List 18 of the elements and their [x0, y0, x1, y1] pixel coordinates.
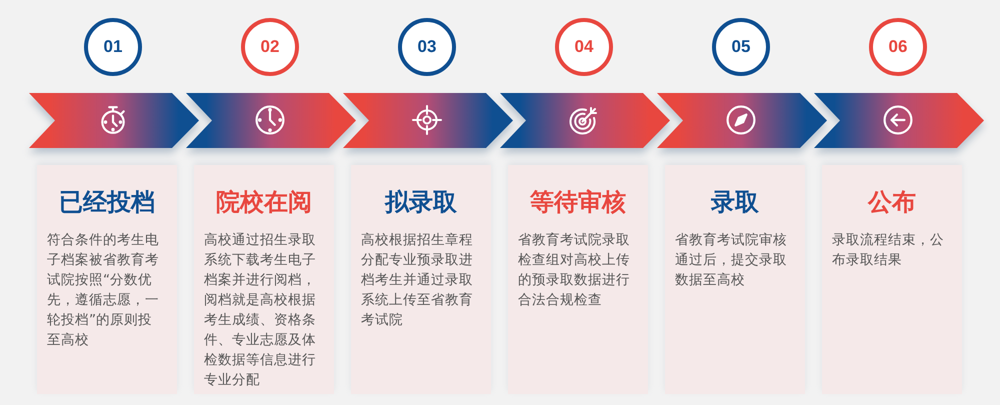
step-number: 04	[555, 18, 613, 76]
step-description: 省教育考试院录取检查组对高校上传的预录取数据进行合法合规检查	[518, 231, 631, 310]
step-description: 高校根据招生章程分配专业预录取进档考生并通过录取系统上传至省教育考试院	[361, 231, 474, 330]
step-number: 05	[712, 18, 770, 76]
step-description: 符合条件的考生电子档案被省教育考试院按照“分数优先，遵循志愿，一轮投档”的原则投至高校	[47, 231, 160, 350]
step-description: 高校通过招生录取系统下载考生电子档案并进行阅档，阅档就是高校根据考生成绩、资格条件、专业志愿及体检数据等信息进行专业分配	[204, 231, 317, 390]
step-description: 省教育考试院审核通过后，提交录取数据至高校	[675, 231, 788, 290]
step-number: 01	[84, 18, 142, 76]
step-number: 02	[241, 18, 299, 76]
step-heading: 公布	[868, 187, 916, 218]
step-heading: 等待审核	[530, 187, 626, 218]
step-number: 03	[398, 18, 456, 76]
step-heading: 拟录取	[385, 187, 457, 218]
step-heading: 录取	[711, 187, 759, 218]
step-heading: 院校在阅	[216, 187, 312, 218]
step-heading: 已经投档	[59, 187, 155, 218]
step-description: 录取流程结束，公布录取结果	[832, 231, 945, 270]
step-number: 06	[869, 18, 927, 76]
